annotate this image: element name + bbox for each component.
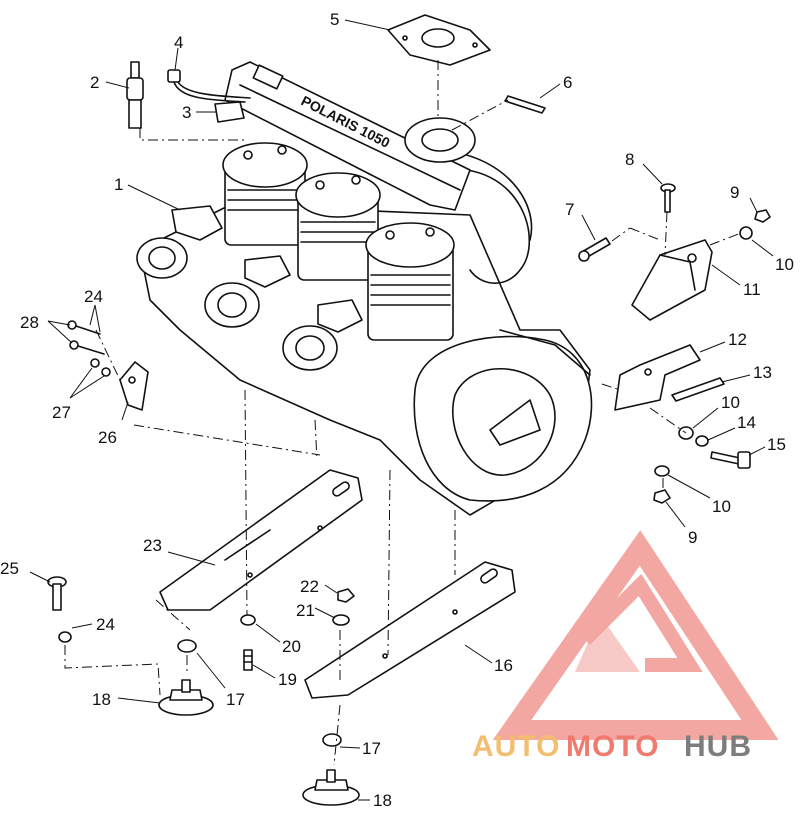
washer-20 [240,614,256,626]
callout-9-lower: 9 [688,528,697,547]
exhaust-gasket [387,14,491,66]
washer-17-upper [177,639,197,653]
callout-13: 13 [753,363,772,382]
shim [504,95,546,114]
callout-23: 23 [143,536,162,555]
temperature-sensor [167,69,251,103]
callout-24-lower: 24 [96,615,115,634]
callout-1: 1 [114,175,123,194]
bolt-8 [660,183,676,213]
nut-22 [337,588,355,603]
mounting-plate-16 [304,561,516,699]
bolt-7 [578,237,611,262]
callout-17-upper: 17 [226,690,245,709]
callout-16: 16 [494,656,513,675]
nut-lower [653,489,671,504]
callout-labels: 1 2 3 4 5 6 7 8 9 10 11 12 13 10 14 15 1… [0,10,794,810]
callout-7: 7 [565,200,574,219]
callout-3: 3 [182,103,191,122]
bolt-15 [710,451,751,469]
washer-21 [332,614,350,626]
leader-lines [29,19,774,801]
callout-18-lower: 18 [373,791,392,810]
callout-10-lower: 10 [712,497,731,516]
callout-28: 28 [20,313,39,332]
mount-bracket-12 [614,344,701,411]
callout-11: 11 [743,280,761,299]
callout-17-lower: 17 [362,739,381,758]
stud-19 [243,649,253,671]
lock-washer [695,435,709,447]
watermark-text-auto: AUTO [472,730,560,763]
callout-4: 4 [174,33,183,52]
callout-10-upper: 10 [775,255,794,274]
watermark-text-moto: MOTO [566,730,659,763]
watermark-text-hub: HUB [684,730,752,763]
callout-10-mid: 10 [721,393,740,412]
callout-21: 21 [296,601,315,620]
callout-25: 25 [0,559,19,578]
rubber-mount-18-lower [302,769,360,806]
callout-9-upper: 9 [730,183,739,202]
exhaust-flange [404,117,476,163]
intake-ports [136,205,363,371]
washer-17-lower [322,733,342,747]
rubber-mount-18-upper [158,679,214,716]
nut-upper [754,209,771,223]
callout-19: 19 [278,670,297,689]
callout-26: 26 [98,428,117,447]
watermark-logo [492,530,779,740]
cylinder-1 [222,142,308,246]
callout-22: 22 [300,577,319,596]
callout-27: 27 [52,403,71,422]
callout-18-upper: 18 [92,690,111,709]
callout-24-upper: 24 [84,287,103,306]
callout-14: 14 [737,413,756,432]
callout-5: 5 [330,10,339,29]
sensor-fitting [214,101,245,123]
callout-8: 8 [625,150,634,169]
washer-24-lower [58,631,72,643]
washer-lower [654,465,670,477]
callout-12: 12 [728,330,747,349]
alignment-lines [64,60,742,766]
cylinder-2 [295,172,381,281]
callout-15: 15 [767,435,786,454]
nuts-27 [90,358,111,377]
cylinder-3 [365,222,455,341]
mount-bracket-11 [631,239,713,321]
shim-plate [671,377,725,402]
washer-upper [739,226,753,240]
stator-cover [413,329,593,502]
bracket-26 [119,361,149,411]
spark-plug [126,61,144,129]
callout-2: 2 [90,73,99,92]
callout-20: 20 [282,637,301,656]
callout-6: 6 [563,73,572,92]
bolt-25 [47,576,67,611]
engine-block: POLARIS 1050 [136,61,593,516]
